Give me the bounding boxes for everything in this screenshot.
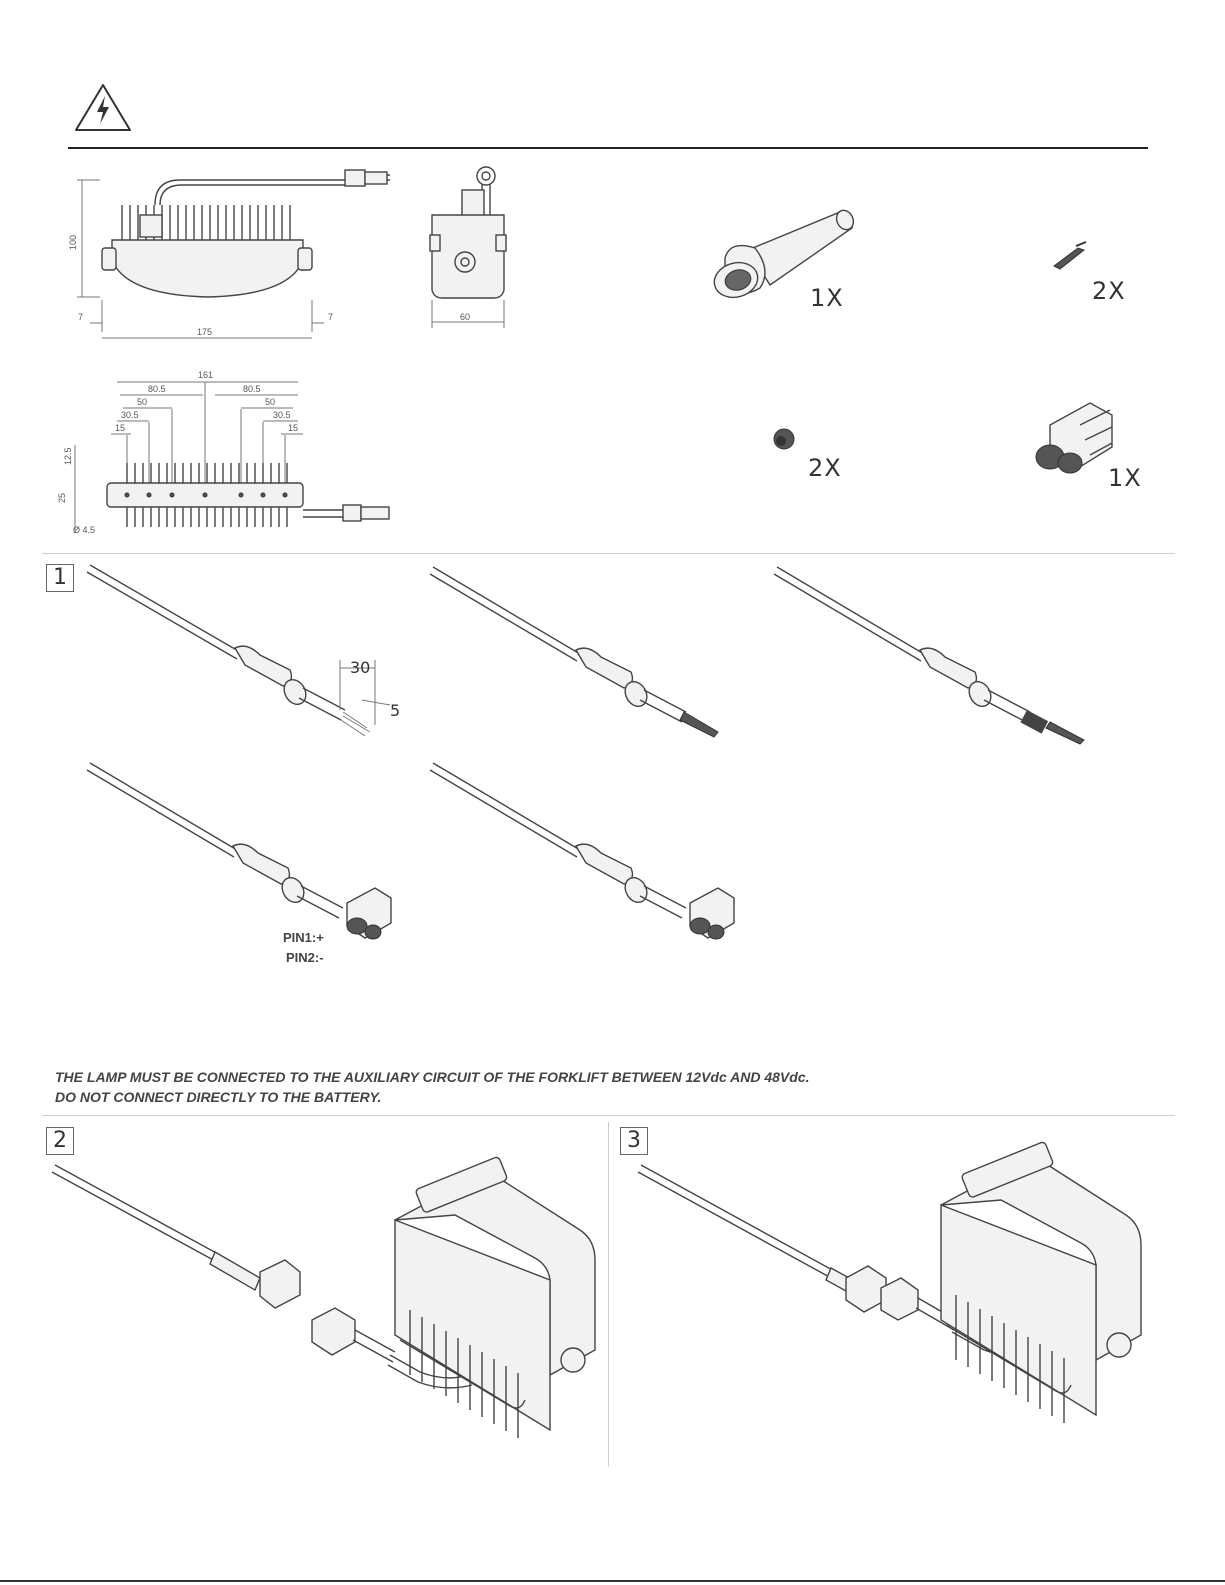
pin1-label: PIN1:+	[283, 928, 324, 948]
kit-qty-connector: 1X	[1108, 462, 1158, 492]
side-depth-dim: 60	[460, 312, 470, 322]
cable-seal-fitted-drawing	[772, 562, 1092, 742]
warning-line-1: THE LAMP MUST BE CONNECTED TO THE AUXILI…	[55, 1067, 810, 1087]
dim-hole-4-5: Ø 4.5	[73, 525, 95, 535]
connector-housing-icon	[1030, 395, 1120, 480]
front-side-right-dim: 7	[328, 312, 333, 322]
svg-text:5: 5	[390, 701, 400, 720]
strip-length-outer: 30	[350, 655, 390, 679]
dim-80-5-right: 80.5	[243, 384, 261, 394]
section-rule-1	[42, 553, 1175, 554]
dim-12-5: 12.5	[63, 447, 73, 465]
svg-text:2X: 2X	[1092, 277, 1126, 305]
kit-qty-terminal: 2X	[1092, 275, 1142, 305]
cable-terminal-crimped-drawing	[428, 562, 728, 737]
step-3-label: 3	[620, 1127, 648, 1155]
svg-text:2X: 2X	[808, 454, 842, 482]
cable-connector-closed-drawing	[428, 758, 748, 948]
dim-50-left: 50	[137, 397, 147, 407]
dim-80-5-left: 80.5	[148, 384, 166, 394]
cable-stripped-drawing	[85, 560, 415, 745]
column-divider	[608, 1122, 609, 1467]
dim-50-right: 50	[265, 397, 275, 407]
dim-30-5-right: 30.5	[273, 410, 291, 420]
front-height-dim: 100	[68, 235, 78, 250]
side-view-drawing: 60	[420, 160, 520, 335]
front-width-dim: 175	[197, 327, 212, 337]
front-side-left-dim: 7	[78, 312, 83, 322]
svg-text:1X: 1X	[1108, 464, 1142, 492]
kit-qty-boot: 1X	[810, 282, 860, 312]
dim-161: 161	[198, 370, 213, 380]
warning-line-2: DO NOT CONNECT DIRECTLY TO THE BATTERY.	[55, 1087, 810, 1107]
dim-15-right: 15	[288, 423, 298, 433]
dim-15-left: 15	[115, 423, 125, 433]
wire-seal-icon	[770, 424, 800, 454]
step-1-label: 1	[46, 564, 74, 592]
step-2-label: 2	[46, 1127, 74, 1155]
connection-warning: THE LAMP MUST BE CONNECTED TO THE AUXILI…	[55, 1067, 810, 1107]
top-view-drawing: 161 80.5 80.5 50 50 30.5 30.5 15 15	[55, 365, 415, 545]
front-view-drawing: 100 7 175 7	[60, 160, 420, 345]
high-voltage-warning-icon	[74, 83, 132, 133]
svg-text:1X: 1X	[810, 284, 844, 312]
kit-qty-seal: 2X	[808, 452, 858, 482]
pin2-label: PIN2:-	[286, 948, 324, 968]
dim-25: 25	[57, 493, 67, 503]
terminal-pin-icon	[1050, 240, 1090, 270]
strip-length-inner: 5	[390, 698, 410, 722]
dim-30-5-left: 30.5	[121, 410, 139, 420]
header-rule	[68, 147, 1148, 149]
lamp-connect-drawing	[50, 1160, 600, 1460]
svg-text:30: 30	[350, 658, 370, 677]
cable-connector-assembled-drawing	[85, 758, 405, 948]
footer-rule	[0, 1580, 1225, 1582]
lamp-connected-drawing	[636, 1160, 1156, 1460]
section-rule-2	[42, 1115, 1175, 1116]
